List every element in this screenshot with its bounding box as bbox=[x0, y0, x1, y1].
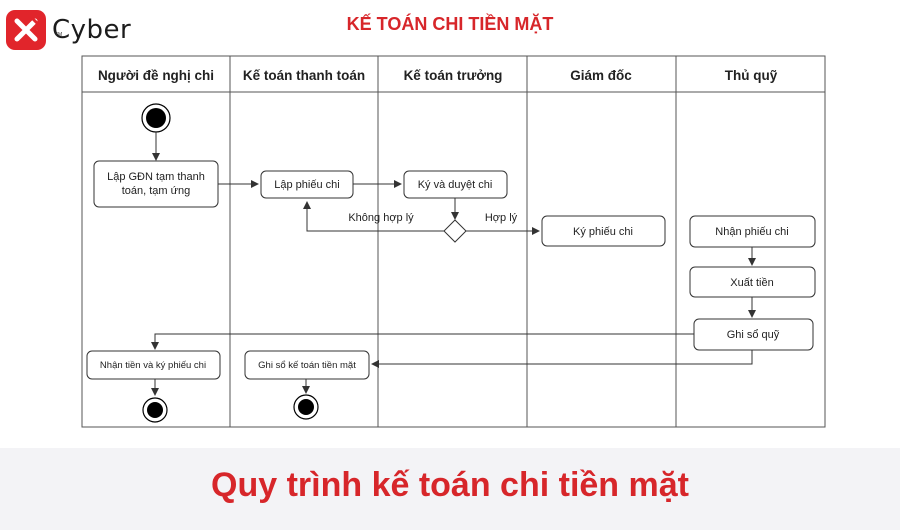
node-lap-gdn-line2: toán, tạm ứng bbox=[122, 185, 191, 197]
node-xuat-tien-box bbox=[689, 266, 816, 298]
edge-decision-khong-hop-ly bbox=[303, 201, 444, 232]
lane-header-nguoi-de-nghi: Người đề nghị chi bbox=[98, 68, 214, 83]
node-lap-gdn-box bbox=[93, 160, 219, 208]
node-ky-duyet-chi: Ký và duyệt chi bbox=[418, 179, 493, 191]
node-nhan-phieu-chi-box bbox=[689, 215, 816, 248]
node-nhan-tien: Nhận tiền và ký phiếu chi bbox=[100, 360, 206, 371]
label-hop-ly: Hợp lý bbox=[485, 212, 518, 224]
lane-header-ke-toan-thanh-toan: Kế toán thanh toán bbox=[243, 68, 365, 83]
label-khong-hop-ly: Không hợp lý bbox=[348, 212, 414, 224]
end-node-core bbox=[147, 402, 163, 418]
node-lap-gdn-line1: Lập GĐN tạm thanh bbox=[107, 171, 205, 183]
end-node-core bbox=[298, 399, 314, 415]
node-ky-duyet-chi-box bbox=[403, 170, 508, 199]
edge-ghi-so-quy-to-nhan-tien bbox=[151, 333, 694, 350]
node-xuat-tien: Xuất tiền bbox=[730, 277, 773, 289]
node-ghi-so-quy-box bbox=[693, 318, 814, 351]
node-ky-phieu-chi-box bbox=[541, 215, 666, 247]
trademark-mark: TM bbox=[55, 32, 63, 38]
node-ghi-so-quy: Ghi sổ quỹ bbox=[727, 329, 780, 341]
node-nhan-phieu-chi: Nhận phiếu chi bbox=[715, 226, 788, 238]
edge-ghi-so-quy-to-ghi-so-ke-toan bbox=[371, 350, 753, 368]
node-lap-phieu-chi-box bbox=[260, 170, 354, 199]
start-node-core bbox=[146, 108, 166, 128]
cyber-logo: Cyber bbox=[6, 10, 131, 50]
brand-name: Cyber bbox=[52, 15, 132, 45]
x-cross-icon bbox=[6, 10, 46, 50]
decision-diamond bbox=[443, 219, 467, 243]
diagram-frame bbox=[81, 55, 826, 428]
lane-header-ke-toan-truong: Kế toán trưởng bbox=[404, 68, 503, 83]
caption-band bbox=[0, 448, 900, 530]
node-ky-phieu-chi: Ký phiếu chi bbox=[573, 226, 633, 238]
lane-header-thu-quy: Thủ quỹ bbox=[725, 68, 778, 83]
node-ghi-so-ke-toan-box bbox=[244, 350, 370, 380]
node-ghi-so-ke-toan: Ghi sổ kế toán tiền mặt bbox=[258, 360, 356, 371]
flowchart: Người đề nghị chi Kế toán thanh toán Kế … bbox=[81, 55, 826, 428]
node-nhan-tien-box bbox=[86, 350, 221, 380]
diagram-title: KẾ TOÁN CHI TIỀN MẶT bbox=[346, 14, 554, 34]
page-caption: Quy trình kế toán chi tiền mặt bbox=[211, 466, 689, 504]
lane-header-giam-doc: Giám đốc bbox=[570, 68, 632, 83]
node-lap-phieu-chi: Lập phiếu chi bbox=[274, 179, 339, 191]
